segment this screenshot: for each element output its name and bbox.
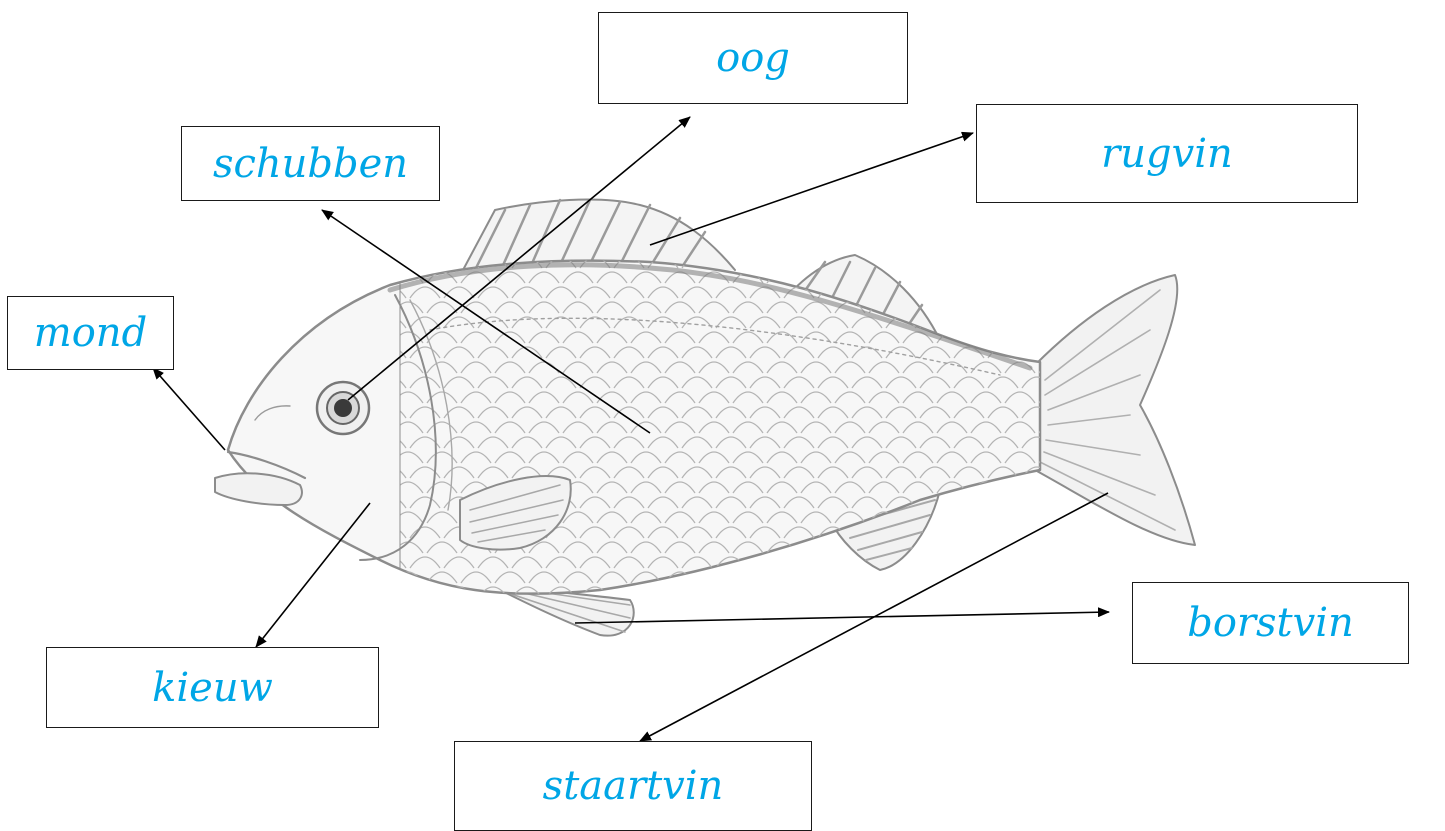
label-rugvin: rugvin (1101, 134, 1233, 174)
label-box-kieuw: kieuw (46, 647, 379, 728)
label-box-borstvin: borstvin (1132, 582, 1409, 664)
label-box-rugvin: rugvin (976, 104, 1358, 203)
arrow-mond (153, 368, 225, 450)
arrow-borstvin (575, 612, 1109, 623)
label-borstvin: borstvin (1187, 603, 1354, 643)
label-box-mond: mond (7, 296, 174, 370)
label-kieuw: kieuw (152, 668, 273, 708)
arrow-rugvin (650, 133, 973, 245)
label-staartvin: staartvin (543, 766, 724, 806)
label-schubben: schubben (213, 144, 408, 184)
label-box-oog: oog (598, 12, 908, 104)
fish-drawing (215, 200, 1195, 636)
label-mond: mond (34, 313, 147, 353)
tail-fin (1035, 275, 1195, 545)
label-oog: oog (716, 38, 790, 78)
label-box-schubben: schubben (181, 126, 440, 201)
